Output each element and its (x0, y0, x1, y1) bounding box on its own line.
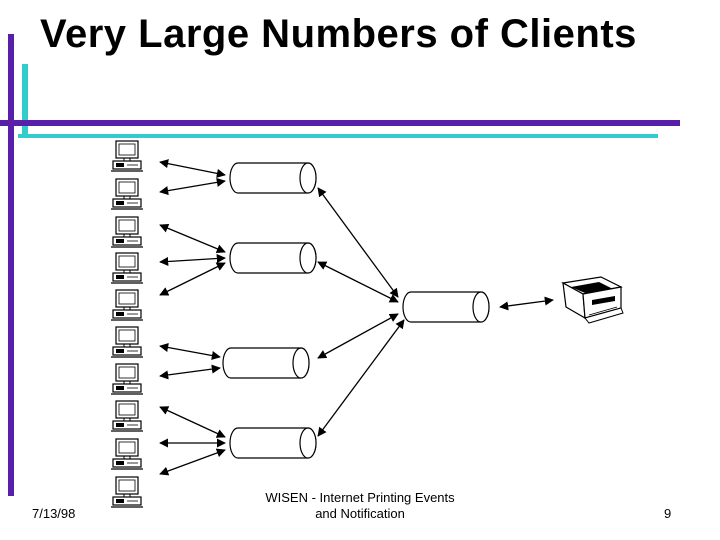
client-computer-icon (110, 476, 144, 508)
double-arrow (159, 253, 226, 267)
client-computer-icon (110, 178, 144, 210)
client-computer-icon (110, 140, 144, 172)
double-arrow (317, 261, 399, 303)
double-arrow (317, 319, 405, 437)
client-queue-arrows (159, 159, 226, 476)
client-computer-icon (110, 326, 144, 358)
queue-central-arrows (317, 187, 554, 437)
client-computer-icon (110, 289, 144, 321)
slide-title: Very Large Numbers of Clients (40, 12, 637, 56)
double-arrow (317, 313, 399, 359)
footer-title: WISEN - Internet Printing Events and Not… (240, 490, 480, 522)
queue-cylinder-icon (229, 427, 317, 459)
double-arrow (159, 406, 226, 438)
double-arrow (317, 187, 399, 298)
double-arrow (159, 364, 221, 380)
double-arrow (159, 223, 226, 254)
queue-cylinder-icon (229, 162, 317, 194)
queue-cylinder-icon (222, 347, 310, 379)
client-computer-icon (110, 216, 144, 248)
double-arrow (159, 262, 226, 296)
queue-cylinder-icon (229, 242, 317, 274)
title-purple-rule (0, 120, 680, 126)
double-arrow (159, 177, 226, 196)
footer-title-line-2: and Notification (315, 506, 405, 521)
client-computer-icon (110, 438, 144, 470)
double-arrow (499, 296, 554, 311)
page-number: 9 (664, 506, 672, 521)
double-arrow (159, 159, 226, 178)
printer-icon (561, 276, 624, 324)
double-arrow (159, 448, 226, 476)
client-computer-icon (110, 252, 144, 284)
client-computer-icon (110, 363, 144, 395)
footer-title-line-1: WISEN - Internet Printing Events (265, 490, 455, 505)
left-purple-bar (8, 34, 14, 496)
footer-date: 7/13/98 (32, 506, 76, 521)
double-arrow (159, 343, 221, 360)
client-computer-icon (110, 400, 144, 432)
central-queue-cylinder-icon (402, 291, 490, 323)
left-teal-bar (22, 64, 28, 134)
title-teal-rule (18, 134, 658, 138)
